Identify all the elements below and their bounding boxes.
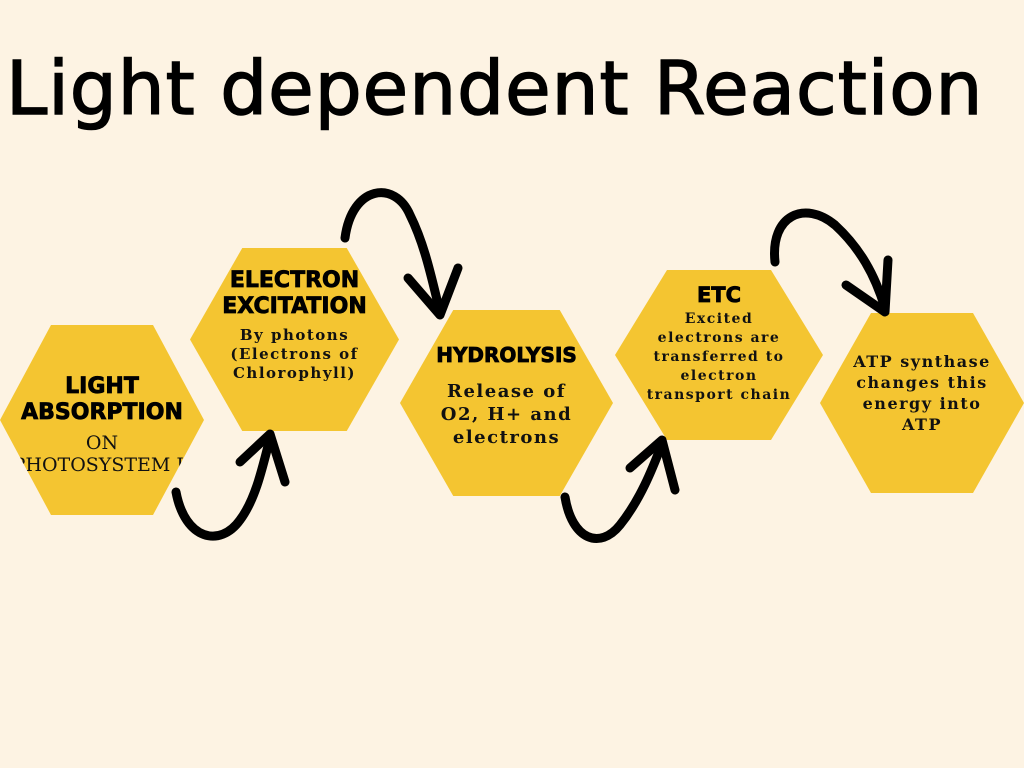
- step-etc: ETC Excited electrons are transferred to…: [615, 270, 823, 440]
- arrow-2-head: [403, 263, 463, 320]
- step-atp-synthase: ATP synthase changes this energy into AT…: [820, 313, 1024, 493]
- step-heading: ELECTRON EXCITATION: [222, 268, 367, 320]
- step-body: ON PHOTOSYSTEM II: [12, 432, 192, 476]
- step-heading: LIGHT ABSORPTION: [21, 374, 184, 426]
- step-heading: HYDROLYSIS: [436, 343, 577, 368]
- step-hydrolysis: HYDROLYSIS Release of O2, H+ and electro…: [400, 310, 613, 496]
- arrow-4-head: [841, 255, 893, 317]
- step-electron-excitation: ELECTRON EXCITATION By photons (Electron…: [190, 248, 399, 431]
- arrow-4: [770, 208, 890, 313]
- arrow-1: [171, 433, 275, 541]
- step-body: ATP synthase changes this energy into AT…: [853, 352, 991, 434]
- step-body: By photons (Electrons of Chlorophyll): [230, 326, 359, 382]
- diagram-title: Light dependent Reaction: [5, 45, 984, 133]
- arrow-1-head: [235, 429, 290, 487]
- step-heading: ETC: [696, 283, 742, 308]
- step-body: Excited electrons are transferred to ele…: [646, 311, 792, 403]
- step-light-absorption: LIGHT ABSORPTION ON PHOTOSYSTEM II: [0, 325, 204, 515]
- arrow-3-head: [625, 435, 680, 495]
- step-body: Release of O2, H+ and electrons: [440, 381, 573, 448]
